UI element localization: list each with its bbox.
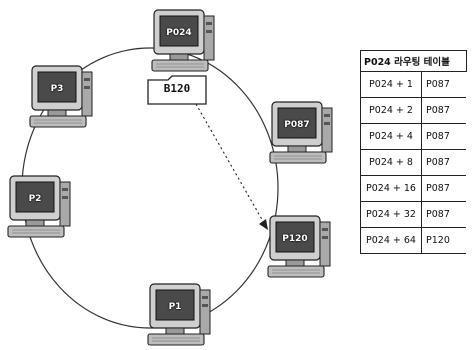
computer-node: P120 [264,212,334,282]
lookup-arrow [196,104,268,230]
routing-next-hop-cell: P087 [422,124,467,150]
routing-key-cell: P024 + 32 [361,202,422,228]
routing-key-cell: P024 + 16 [361,176,422,202]
routing-next-hop-cell: P087 [422,176,467,202]
computer-node: P3 [26,62,96,132]
node-id-label: P087 [280,112,314,138]
message-label: B120 [146,82,208,95]
computer-node: P087 [266,98,336,168]
routing-key-cell: P024 + 1 [361,72,422,98]
routing-next-hop-cell: P087 [422,202,467,228]
routing-key-cell: P024 + 64 [361,228,422,254]
routing-next-hop-cell: P087 [422,150,467,176]
node-id-label: P120 [278,226,312,252]
node-id-label: P024 [162,20,196,46]
message-packet: B120 [146,74,208,106]
routing-key-cell: P024 + 4 [361,124,422,150]
computer-node: P1 [144,280,214,350]
routing-key-cell: P024 + 2 [361,98,422,124]
node-id-label: P1 [158,294,192,320]
routing-next-hop-cell: P087 [422,98,467,124]
node-id-label: P2 [18,186,52,212]
routing-next-hop-cell: P087 [422,72,467,98]
computer-node: P024 [148,6,218,76]
node-id-label: P3 [40,76,74,102]
routing-key-cell: P024 + 8 [361,150,422,176]
routing-table-title: P024 라우팅 테이블 [361,51,467,72]
computer-node: P2 [4,172,74,242]
routing-next-hop-cell: P120 [422,228,467,254]
